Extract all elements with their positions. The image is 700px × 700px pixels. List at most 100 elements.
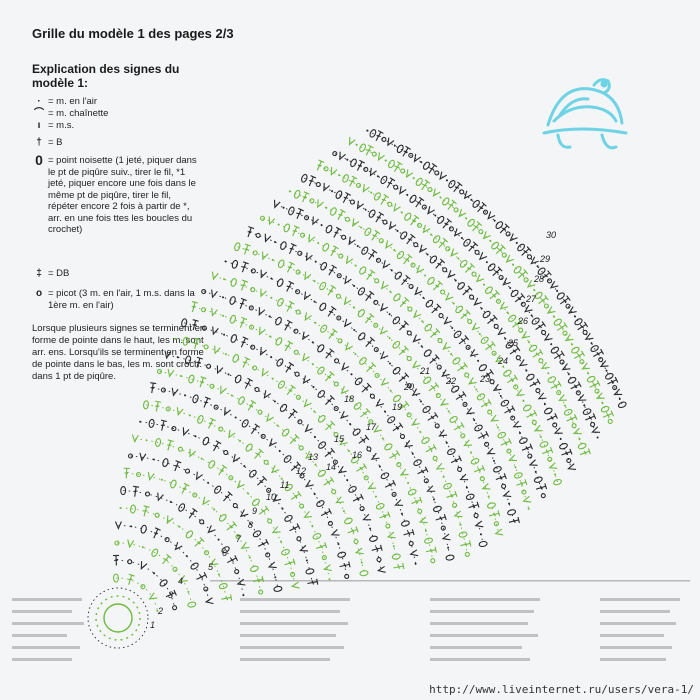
stitch-mark [211,307,218,317]
stitch-mark [335,496,345,504]
stitch-mark [344,573,350,579]
stitch-mark [464,551,470,557]
stitch-mark [467,377,477,385]
stitch-mark [234,374,242,384]
stitch-mark [398,372,410,382]
stitch-mark [364,313,375,324]
stitch-mark [293,189,301,199]
stitch-mark [477,201,487,213]
stitch-mark [394,499,404,506]
stitch-mark [239,509,249,518]
stitch-mark [458,531,468,538]
stitch-mark [276,278,284,287]
stitch-mark [317,469,326,477]
stitch-mark [572,427,582,435]
stitch-mark [407,488,417,496]
stitch-mark [359,506,365,512]
stitch-mark [407,481,410,484]
stitch-mark [453,330,462,339]
stitch-mark [503,369,512,377]
stitch-mark [505,254,514,263]
stitch-mark [457,362,468,372]
stitch-mark [331,489,337,495]
stitch-mark [156,609,159,612]
stitch-mark [337,543,340,546]
stitch-mark [356,463,368,472]
stitch-mark [468,241,479,252]
stitch-mark [343,296,352,306]
stitch-mark [271,465,280,474]
stitch-mark [502,490,512,498]
stitch-mark [157,492,164,502]
stitch-mark [567,306,577,314]
stitch-mark [493,466,502,473]
stitch-mark [373,192,381,201]
stitch-mark [516,479,528,486]
stitch-mark [178,575,188,583]
stitch-mark [270,277,273,280]
stitch-mark [483,283,485,286]
stitch-mark [531,317,540,325]
stitch-mark [393,249,396,252]
stitch-mark [178,503,186,512]
stitch-mark [520,301,526,307]
stitch-mark [540,361,550,370]
stitch-mark [384,443,393,451]
stitch-mark [584,332,594,341]
stitch-mark [559,359,565,365]
stitch-mark [424,274,427,277]
stitch-mark [350,373,353,376]
stitch-mark [209,558,219,566]
stitch-mark [546,278,553,284]
stitch-mark [127,539,135,549]
stitch-mark [457,282,465,290]
stitch-mark [513,266,522,274]
stitch-mark [130,504,136,514]
stitch-mark [379,303,388,312]
stitch-mark [349,175,358,187]
legend-heading: Explication des signes du modèle 1: [32,62,180,90]
stitch-mark [176,407,184,417]
stitch-mark [578,438,581,441]
stitch-mark [482,209,489,215]
stitch-mark [408,283,414,290]
stitch-mark [354,547,364,555]
stitch-mark [232,453,241,463]
stitch-mark [467,318,473,325]
stitch-mark [303,291,312,301]
stitch-mark [427,412,439,421]
stitch-mark [273,199,281,209]
treble-crochet-symbol: ‡ [36,268,42,279]
stitch-mark [465,493,475,500]
stitch-mark [457,257,460,260]
stitch-mark [340,385,349,395]
stitch-mark [328,328,338,340]
stitch-mark [279,540,282,543]
stitch-mark [492,266,503,277]
stitch-mark [527,453,533,459]
stitch-mark [325,395,335,406]
stitch-mark [445,554,455,561]
stitch-mark [320,324,328,333]
stitch-mark [324,447,336,458]
stitch-mark [556,292,565,300]
stitch-mark [266,413,274,423]
stitch-mark [613,388,623,396]
stitch-mark [371,544,383,552]
row-number: 19 [392,402,402,412]
stitch-mark [519,432,521,435]
stitch-mark [602,410,614,418]
stitch-mark [505,341,514,349]
stitch-mark [443,482,452,490]
stitch-mark [422,224,431,234]
stitch-mark [543,303,549,309]
stitch-mark [333,405,339,412]
stitch-mark [297,419,303,425]
stitch-mark [525,369,528,372]
stitch-mark [509,233,518,242]
stitch-mark [354,264,357,267]
stitch-mark [275,316,282,326]
stitch-mark [249,522,252,525]
stitch-mark [297,250,303,256]
stitch-mark [239,440,241,442]
